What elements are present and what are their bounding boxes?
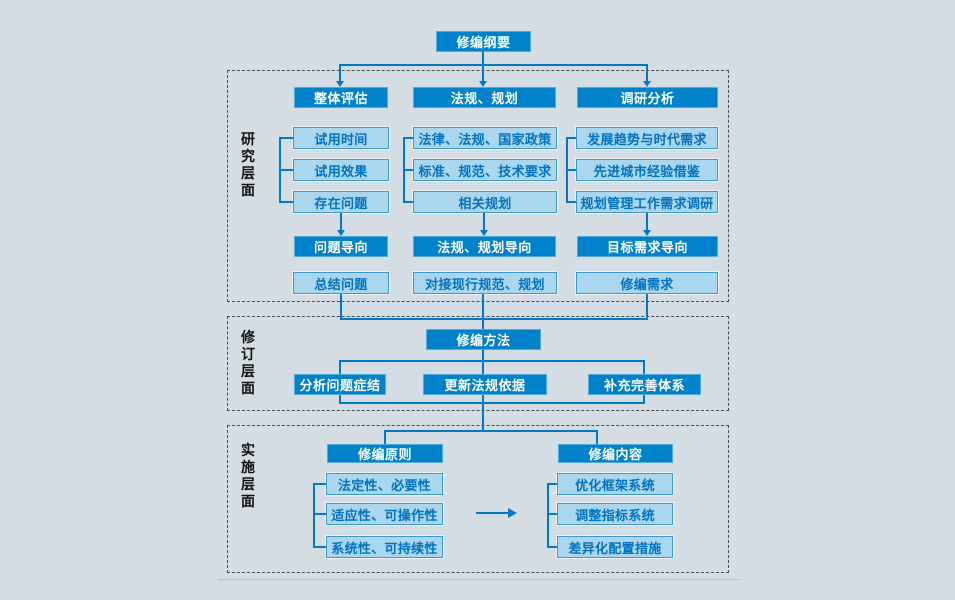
connector: [384, 430, 386, 444]
content-item: 差异化配置措施: [557, 536, 673, 558]
connector: [482, 350, 484, 362]
bracket-connector: [547, 513, 557, 515]
connector: [482, 294, 484, 330]
connector: [339, 395, 341, 404]
connector: [482, 64, 484, 81]
implementation-section-frame: [227, 425, 729, 573]
principle-item: 法定性、必要性: [326, 473, 443, 495]
connector: [482, 395, 484, 404]
arrow-down-icon: [643, 230, 651, 236]
bracket-connector: [313, 513, 326, 515]
connector: [340, 294, 342, 320]
col1-header: 整体评估: [294, 87, 388, 108]
col2-item: 法律、法规、国家政策: [413, 127, 557, 149]
section-label-research: 研究层面: [241, 131, 255, 198]
connector: [384, 430, 598, 432]
arrow-down-icon: [480, 230, 488, 236]
col1-result: 总结问题: [293, 272, 389, 294]
col3-item: 规划管理工作需求调研: [576, 191, 718, 213]
col2-header: 法规、规划: [413, 87, 556, 108]
contents-header: 修编内容: [558, 444, 673, 463]
principle-item: 系统性、可持续性: [326, 536, 443, 558]
connector: [340, 318, 648, 320]
research-section-frame: [227, 70, 729, 302]
method-box: 修编方法: [426, 329, 541, 350]
principle-item: 适应性、可操作性: [326, 503, 443, 525]
bracket-connector: [403, 169, 413, 171]
col1-item: 存在问题: [293, 191, 389, 213]
connector: [339, 360, 341, 374]
col1-item: 试用效果: [293, 159, 389, 181]
content-item: 优化框架系统: [557, 473, 673, 495]
connector: [482, 51, 484, 65]
col2-result: 对接现行规范、规划: [413, 272, 557, 294]
connector: [643, 360, 645, 374]
col2-item: 标准、规范、技术要求: [413, 159, 557, 181]
connector: [339, 360, 645, 362]
arrow-down-icon: [479, 81, 487, 87]
revision-item: 分析问题症结: [294, 374, 386, 395]
connector: [339, 64, 341, 81]
col3-result: 修编需求: [576, 272, 718, 294]
connector: [596, 430, 598, 444]
revision-item: 补充完善体系: [588, 374, 701, 395]
connector: [339, 64, 648, 66]
bracket-connector: [279, 169, 293, 171]
bracket-connector: [313, 483, 326, 548]
root-box: 修编纲要: [436, 31, 531, 52]
connector: [482, 360, 484, 374]
connector: [339, 402, 645, 404]
arrow-down-icon: [337, 230, 345, 236]
col1-item: 试用时间: [293, 127, 389, 149]
bottom-divider: [218, 579, 740, 580]
connector: [643, 395, 645, 404]
arrow-right-icon: [508, 508, 517, 518]
connector: [646, 294, 648, 320]
col3-item: 先进城市经验借鉴: [576, 159, 718, 181]
arrow-down-icon: [643, 81, 651, 87]
connector: [476, 512, 509, 514]
bracket-connector: [566, 169, 576, 171]
connector: [340, 213, 342, 230]
arrow-down-icon: [336, 81, 344, 87]
section-label-implementation: 实施层面: [241, 442, 255, 509]
revision-item: 更新法规依据: [423, 374, 547, 395]
revision-section-frame: [227, 316, 729, 411]
content-item: 调整指标系统: [557, 503, 673, 525]
col3-item: 发展趋势与时代需求: [576, 127, 718, 149]
connector: [646, 64, 648, 81]
connector: [483, 213, 485, 230]
bracket-connector: [547, 483, 557, 548]
col3-orientation: 目标需求导向: [577, 236, 718, 257]
col1-orientation: 问题导向: [294, 236, 388, 257]
connector: [482, 402, 484, 431]
section-label-revision: 修订层面: [241, 329, 255, 396]
principles-header: 修编原则: [327, 444, 443, 463]
col2-item: 相关规划: [413, 191, 557, 213]
col3-header: 调研分析: [577, 87, 718, 108]
col2-orientation: 法规、规划导向: [413, 236, 556, 257]
connector: [646, 213, 648, 230]
